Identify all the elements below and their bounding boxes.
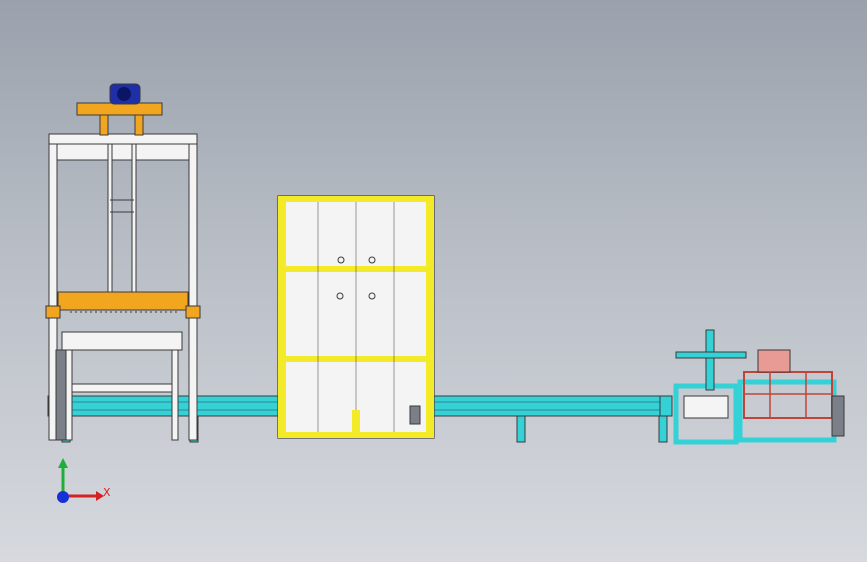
lift-motor	[76, 83, 163, 136]
case-packing-station	[673, 329, 845, 445]
enclosed-cabinet	[277, 195, 435, 439]
x-axis-label: X	[103, 486, 111, 499]
gantry-lift-frame	[48, 133, 198, 441]
lift-platform	[45, 291, 201, 319]
coordinate-triad: X	[57, 458, 111, 503]
